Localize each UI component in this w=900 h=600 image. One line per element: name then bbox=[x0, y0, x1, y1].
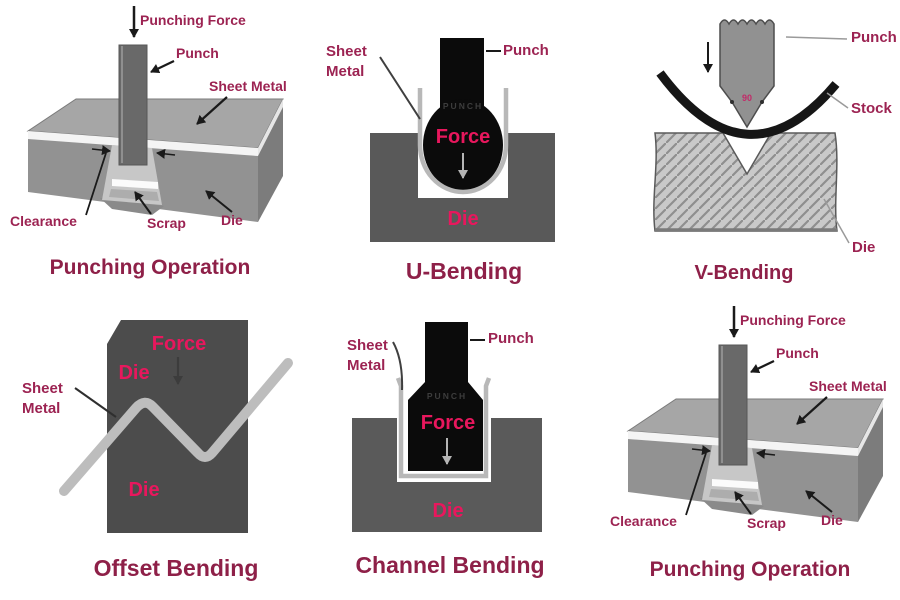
leader-punch bbox=[750, 360, 775, 374]
leader-scrap bbox=[734, 491, 752, 515]
panel-title: Channel Bending bbox=[355, 552, 545, 578]
leader-punch bbox=[150, 60, 175, 74]
sheet-metal-shape bbox=[417, 88, 509, 195]
clearance-arrow-left-icon bbox=[691, 445, 711, 456]
punch-shape bbox=[408, 322, 483, 471]
label-die: Die bbox=[852, 239, 876, 256]
sheet-metal-stripe-right bbox=[858, 399, 883, 457]
punch-taper-dot-right bbox=[760, 100, 764, 104]
panel-offset-bending: Sheet Metal Force Die Die Offset Bending bbox=[0, 300, 300, 600]
leader-sheet-metal bbox=[74, 387, 117, 418]
panel-title: U-Bending bbox=[405, 258, 523, 284]
label-punch: Punch bbox=[503, 42, 549, 59]
punch-shape bbox=[118, 44, 148, 166]
die-shape bbox=[352, 418, 542, 532]
punch-ghost-text: PUNCH bbox=[426, 391, 468, 401]
label-scrap: Scrap bbox=[747, 515, 786, 531]
label-punching-force: Punching Force bbox=[740, 312, 846, 328]
label-sheet-metal: Sheet Metal bbox=[22, 380, 63, 417]
offset-bending-diagram-graphic bbox=[59, 320, 293, 533]
cavity-shadow bbox=[109, 189, 159, 201]
label-force: Force bbox=[435, 126, 491, 148]
die-shape bbox=[370, 133, 555, 242]
leader-sheet-metal bbox=[379, 56, 421, 120]
clearance-arrow-right-icon bbox=[156, 148, 176, 159]
leader-die bbox=[205, 190, 233, 213]
leader-sheet-metal bbox=[796, 396, 828, 425]
label-die: Die bbox=[432, 500, 464, 522]
die-shape bbox=[653, 132, 838, 232]
punch-stem bbox=[440, 38, 484, 110]
leader-stock bbox=[826, 92, 849, 109]
label-die-upper: Die bbox=[118, 362, 150, 384]
panel-title: Punching Operation bbox=[49, 256, 251, 279]
label-scrap: Scrap bbox=[147, 215, 186, 231]
channel-bending-diagram-graphic bbox=[352, 322, 542, 532]
leader-sheet-metal bbox=[392, 341, 404, 391]
clearance-arrow-right-icon bbox=[756, 448, 776, 459]
leader-die bbox=[823, 198, 850, 244]
label-punching-force: Punching Force bbox=[140, 12, 246, 28]
panel-channel-bending: Sheet Metal Punch PUNCH Force Die Channe… bbox=[300, 300, 600, 600]
leader-clearance bbox=[685, 452, 707, 516]
punching-diagram-graphic bbox=[26, 6, 284, 222]
label-tip-angle: 90 bbox=[741, 93, 753, 103]
label-force: Force bbox=[420, 412, 476, 434]
sheet-metal-shape bbox=[59, 358, 293, 496]
sheet-metal-stripe-right bbox=[258, 99, 283, 157]
punch-taper-dot-left bbox=[730, 100, 734, 104]
label-punch: Punch bbox=[488, 330, 534, 347]
die-right-face bbox=[258, 107, 283, 222]
label-die: Die bbox=[221, 212, 243, 228]
label-sheet-metal: Sheet Metal bbox=[809, 378, 887, 394]
label-die: Die bbox=[821, 512, 843, 528]
label-punch: Punch bbox=[176, 45, 219, 61]
panel-title: Punching Operation bbox=[649, 558, 851, 581]
panel-v-bending: Punch Stock Die 90 V-Bending bbox=[600, 0, 900, 300]
punch-ghost-text: PUNCH bbox=[442, 101, 484, 111]
clearance-arrow-left-icon bbox=[91, 145, 111, 156]
leader-die bbox=[805, 490, 833, 513]
u-bending-diagram-graphic bbox=[370, 38, 555, 242]
label-punch: Punch bbox=[851, 29, 897, 46]
panel-title: V-Bending bbox=[694, 262, 794, 284]
scrap-piece bbox=[112, 179, 158, 189]
label-stock: Stock bbox=[851, 100, 892, 117]
leader-punch bbox=[785, 36, 848, 40]
punch-bulb bbox=[423, 99, 503, 191]
stock-shape bbox=[656, 70, 840, 139]
label-die: Die bbox=[447, 208, 479, 230]
panel-punching-operation-top: Punching Force Punch Sheet Metal Clearan… bbox=[0, 0, 300, 300]
cavity-shadow bbox=[709, 489, 759, 501]
sheet-metal-shape bbox=[395, 377, 492, 479]
punching-diagram-graphic bbox=[626, 306, 884, 522]
leader-sheet-metal bbox=[196, 96, 228, 125]
label-sheet-metal: Sheet Metal bbox=[209, 78, 287, 94]
panel-punching-operation-bottom: Punching Force Punch Sheet Metal Clearan… bbox=[600, 300, 900, 600]
label-sheet-metal: Sheet Metal bbox=[347, 337, 388, 374]
leader-clearance bbox=[85, 152, 107, 216]
scrap-piece bbox=[712, 479, 758, 489]
punch-shape bbox=[719, 19, 775, 129]
label-die-lower: Die bbox=[128, 479, 160, 501]
label-force: Force bbox=[151, 333, 207, 355]
label-clearance: Clearance bbox=[610, 513, 677, 529]
label-clearance: Clearance bbox=[10, 213, 77, 229]
panel-title: Offset Bending bbox=[93, 555, 259, 581]
label-punch: Punch bbox=[776, 345, 819, 361]
label-sheet-metal: Sheet Metal bbox=[326, 43, 367, 80]
v-bending-diagram-graphic bbox=[653, 19, 850, 244]
panel-u-bending: Sheet Metal Punch PUNCH Force Die U-Bend… bbox=[300, 0, 600, 300]
die-right-face bbox=[858, 407, 883, 522]
punch-shape bbox=[718, 344, 748, 466]
leader-scrap bbox=[134, 191, 152, 215]
